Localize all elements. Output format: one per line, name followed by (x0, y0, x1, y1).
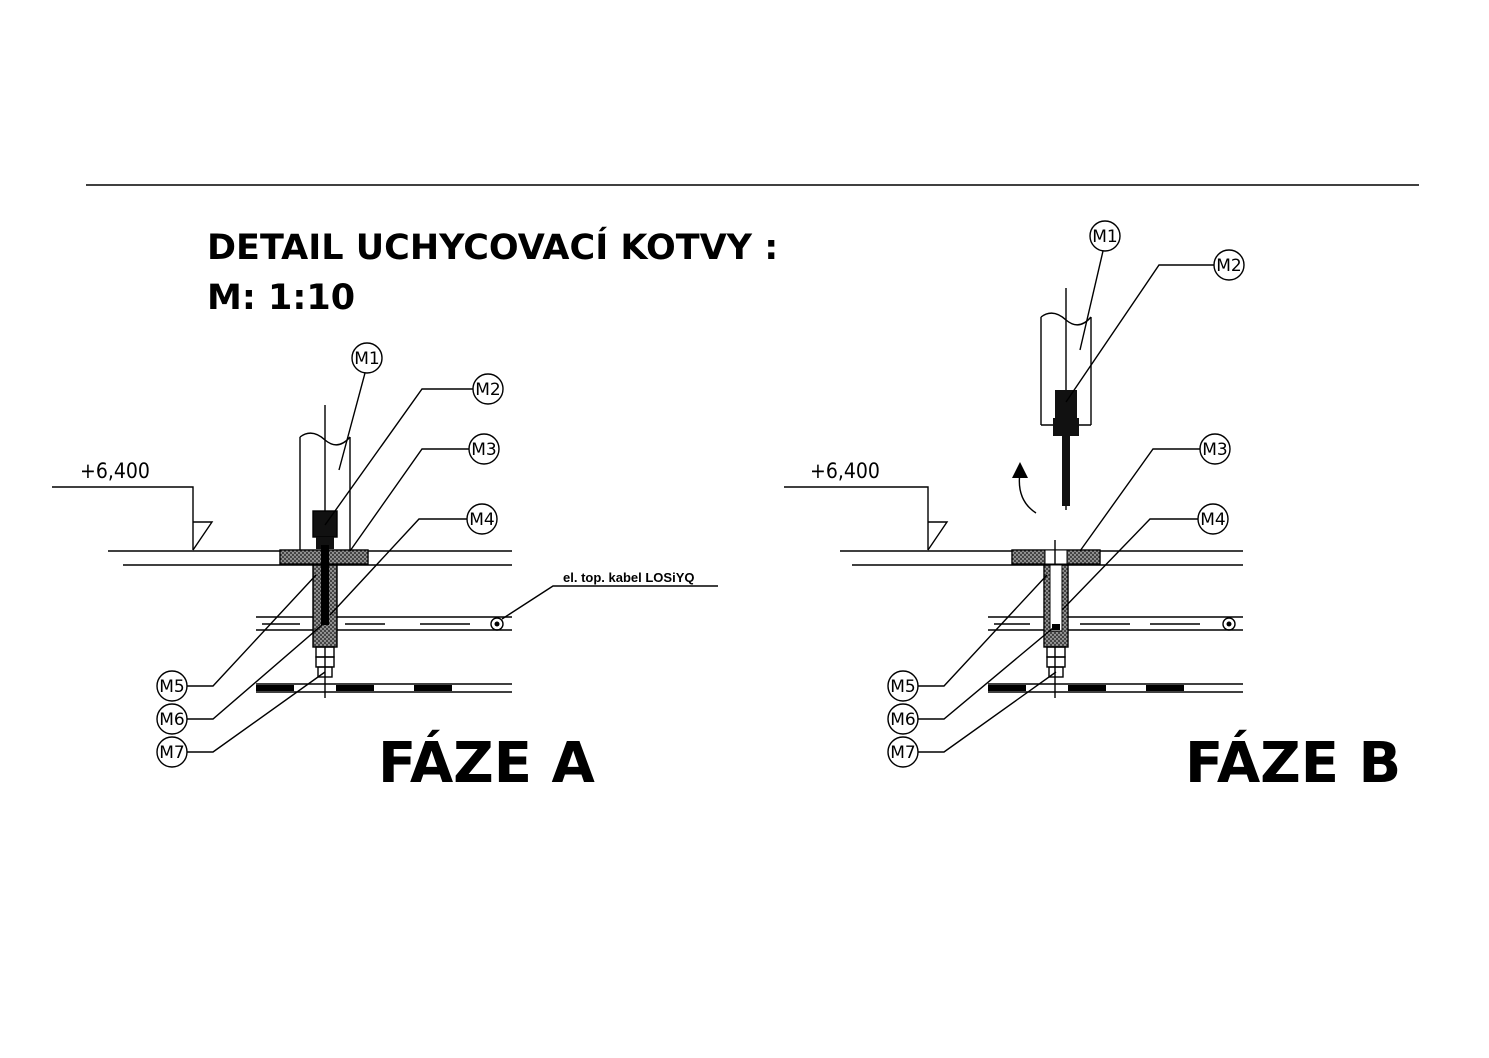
phase-b-rotation-arrow (1018, 471, 1037, 514)
phase-a-cable-note: el. top. kabel LOSiYQ (563, 570, 694, 585)
phase-a-marker-m6 (156, 703, 188, 735)
phase-b-marker-m7 (887, 736, 919, 768)
phase-a-heating-cable (490, 617, 504, 631)
phase-b-marker-m4 (1197, 503, 1229, 535)
phase-a-marker-m5 (156, 670, 188, 702)
phase-b-marker-m3 (1199, 433, 1231, 465)
svg-text:M5: M5 (890, 677, 915, 697)
phase-a-marker-m3 (468, 433, 500, 465)
svg-text:M1: M1 (1092, 227, 1117, 247)
detail-scale: M: 1:10 (207, 278, 355, 318)
svg-text:M3: M3 (471, 440, 496, 460)
svg-text:M4: M4 (469, 510, 494, 530)
svg-text:M4: M4 (1200, 510, 1225, 530)
phase-a-marker-m7 (156, 736, 188, 768)
svg-text:M1: M1 (354, 349, 379, 369)
detail-title: DETAIL UCHYCOVACÍ KOTVY : (207, 226, 778, 268)
phase-b-label: FÁZE B (1185, 731, 1401, 796)
svg-text:M5: M5 (159, 677, 184, 697)
svg-text:M3: M3 (1202, 440, 1227, 460)
phase-a-marker-m4 (466, 503, 498, 535)
phase-a-marker-m2 (472, 373, 504, 405)
svg-text:M2: M2 (475, 380, 500, 400)
svg-text:M7: M7 (159, 743, 184, 763)
svg-text:M2: M2 (1216, 256, 1241, 276)
phase-a-marker-m1 (351, 342, 383, 374)
svg-text:M6: M6 (890, 710, 915, 730)
phase-a-label: FÁZE A (378, 731, 596, 796)
phase-b-marker-m2 (1213, 249, 1245, 281)
phase-b-heating-cable (1222, 617, 1236, 631)
phase-b-marker-m1 (1089, 220, 1121, 252)
phase-a-drawing: +6,400 (52, 342, 718, 796)
svg-text:M6: M6 (159, 710, 184, 730)
svg-text:M7: M7 (890, 743, 915, 763)
phase-b-drawing: +6,400 (784, 220, 1401, 796)
phase-b-bolt-head (1055, 390, 1077, 418)
phase-a-elevation-label: +6,400 (80, 459, 150, 483)
phase-b-marker-m6 (887, 703, 919, 735)
phase-b-elevation-label: +6,400 (810, 459, 880, 483)
phase-b-marker-m5 (887, 670, 919, 702)
